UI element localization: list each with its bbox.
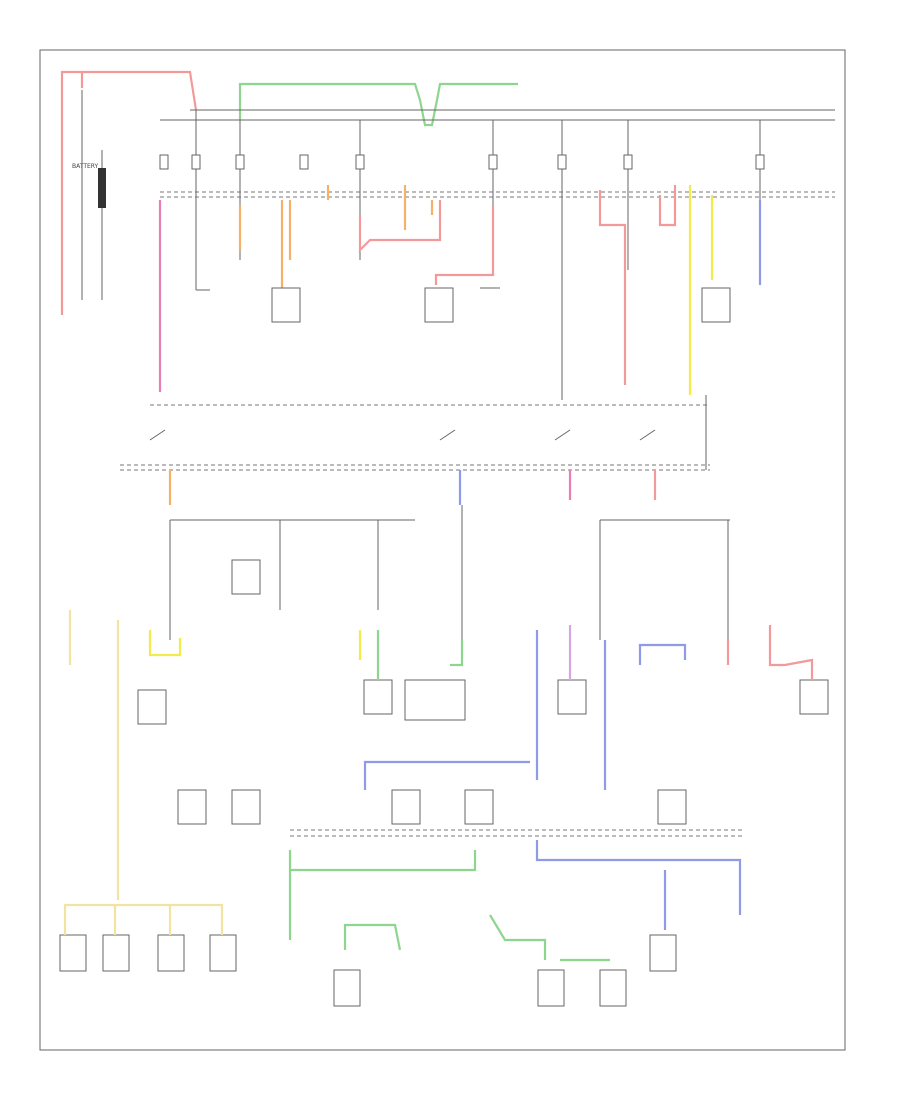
yellow-bottom-distribution bbox=[63, 903, 224, 935]
mid-module-e bbox=[799, 679, 829, 715]
green-mid-2 bbox=[450, 640, 464, 667]
green-lower-bus bbox=[288, 850, 477, 940]
red-right-mid bbox=[726, 625, 814, 680]
top-fuse-1 bbox=[191, 154, 201, 170]
blue-right-loop bbox=[603, 640, 687, 790]
battery-label: BATTERY bbox=[72, 163, 99, 170]
bottom-module-i bbox=[537, 969, 565, 1007]
bottom-module-c bbox=[657, 789, 687, 825]
battery-symbol bbox=[98, 150, 106, 300]
green-lower-2 bbox=[343, 923, 402, 951]
top-fuse-4 bbox=[488, 154, 498, 170]
blue-lower bbox=[535, 840, 742, 930]
bottom-module-g bbox=[209, 934, 237, 972]
module-e bbox=[231, 789, 261, 825]
top-fuse-3 bbox=[355, 154, 365, 170]
orange-feed-2 bbox=[280, 200, 292, 290]
yellow-mid bbox=[148, 630, 182, 657]
orange-feed-4 bbox=[403, 185, 434, 230]
module-c bbox=[701, 287, 731, 323]
red-feed-center bbox=[358, 200, 442, 253]
mid-module-a bbox=[231, 559, 261, 595]
bottom-module-e bbox=[102, 934, 130, 972]
red-feed-right bbox=[598, 190, 627, 385]
top-fuse-5 bbox=[557, 154, 567, 170]
top-fuse-6 bbox=[623, 154, 633, 170]
diagram-frame bbox=[39, 49, 846, 1051]
top-fuse-drops bbox=[159, 110, 765, 400]
top-fuse-2 bbox=[235, 154, 245, 170]
module-a bbox=[271, 287, 301, 323]
bottom-module-j bbox=[599, 969, 627, 1007]
module-b bbox=[424, 287, 454, 323]
green-lower-3 bbox=[489, 914, 610, 962]
red-feed-right-center bbox=[434, 205, 495, 285]
top-fuse-9 bbox=[299, 154, 309, 170]
bottom-module-f bbox=[157, 934, 185, 972]
battery-feed-wire bbox=[60, 70, 198, 315]
top-fuse-7 bbox=[755, 154, 765, 170]
red-feed-right-2 bbox=[658, 185, 677, 227]
bottom-module-b bbox=[464, 789, 494, 825]
bottom-module-k bbox=[649, 934, 677, 972]
top-green-wire bbox=[238, 82, 518, 127]
bottom-module-d bbox=[59, 934, 87, 972]
bottom-module-a bbox=[391, 789, 421, 825]
mid-switches bbox=[149, 429, 656, 441]
blue-to-left bbox=[363, 760, 530, 790]
mid-module-d bbox=[557, 679, 587, 715]
bottom-module-h bbox=[333, 969, 361, 1007]
mid-module-c bbox=[404, 679, 466, 721]
mid-module-f bbox=[137, 689, 167, 725]
top-fuse-8 bbox=[159, 154, 169, 170]
module-d bbox=[177, 789, 207, 825]
mid-module-b bbox=[363, 679, 393, 715]
